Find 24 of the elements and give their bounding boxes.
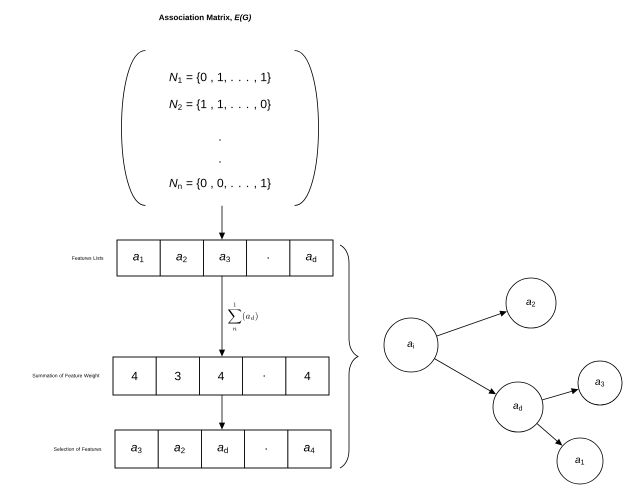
table-cell: a$_{3}$ xyxy=(114,430,159,468)
circle-node: a$_{d}$ xyxy=(492,382,544,432)
table-cell: . xyxy=(246,240,290,276)
circle-node: a$_{3}$ xyxy=(578,360,622,406)
table-cell: a$_{2}$ xyxy=(158,430,202,468)
title: Association Matrix, E(G) xyxy=(158,14,251,22)
edge-label: $\sum_{n}^{1}(a_d)$ xyxy=(228,302,258,330)
matrix-bracket: N$_{1}$ = {0 , 1, . . . , 1} N$_{2}$ = {1 , 1, . . . , 0} . . N$_{n}$ = {0 , 0, . . . , 1} xyxy=(121,50,319,206)
table-cell: a$_{d}$ xyxy=(289,240,334,276)
table-cell: 3 xyxy=(156,356,200,396)
table-cell: 4 xyxy=(199,356,243,396)
circle-node: a$_{i}$ xyxy=(384,318,438,372)
table-cell: . xyxy=(244,430,288,468)
circle-node: a$_{2}$ xyxy=(506,278,556,328)
table-cell: a$_{3}$ xyxy=(203,240,247,276)
table-cell: a$_{4}$ xyxy=(287,430,332,468)
arrow xyxy=(434,358,496,394)
table-cell: a$_{1}$ xyxy=(116,240,161,276)
circle-node: a$_{1}$ xyxy=(556,438,604,484)
table-cell: 4 xyxy=(112,356,157,396)
table-cell: 4 xyxy=(285,356,330,396)
table-cell: . xyxy=(242,356,286,396)
table-cell: a$_{d}$ xyxy=(201,430,245,468)
table-cell: a$_{2}$ xyxy=(160,240,204,276)
